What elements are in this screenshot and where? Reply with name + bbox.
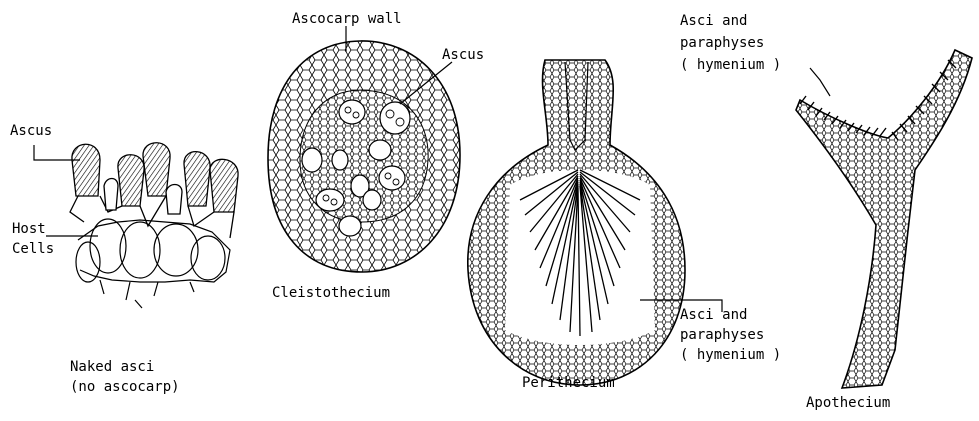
cleistothecium-title: Cleistothecium xyxy=(272,284,390,302)
apoth-hymenium-label-line1: Asci and xyxy=(680,12,747,30)
ascus-group xyxy=(70,143,238,238)
perith-hymenium-label-line3: ( hymenium ) xyxy=(680,346,781,364)
apothecium-drawing xyxy=(796,50,972,388)
naked-asci-title-line2: (no ascocarp) xyxy=(70,378,180,396)
apoth-hymenium-pointer xyxy=(810,68,830,96)
apothecium-title: Apothecium xyxy=(806,394,890,412)
host-cells-label-line2: Cells xyxy=(12,240,54,258)
apothecium-body xyxy=(796,50,972,388)
naked-asci-title-line1: Naked asci xyxy=(70,358,154,376)
perithecium-title: Perithecium xyxy=(522,374,615,392)
perithecium-hymenium xyxy=(505,170,655,345)
naked-ascus-label: Ascus xyxy=(10,122,52,140)
host-cells-label-line1: Host xyxy=(12,220,46,238)
naked-asci-drawing xyxy=(34,143,238,308)
perith-hymenium-label-line1: Asci and xyxy=(680,306,747,324)
cleisto-ascus-label: Ascus xyxy=(442,46,484,64)
apoth-hymenium-label-line2: paraphyses xyxy=(680,34,764,52)
cleistothecium-drawing xyxy=(268,26,460,272)
apoth-hymenium-label-line3: ( hymenium ) xyxy=(680,56,781,74)
host-cells xyxy=(76,219,230,308)
perith-hymenium-label-line2: paraphyses xyxy=(680,326,764,344)
ascocarp-wall-label: Ascocarp wall xyxy=(292,10,402,28)
